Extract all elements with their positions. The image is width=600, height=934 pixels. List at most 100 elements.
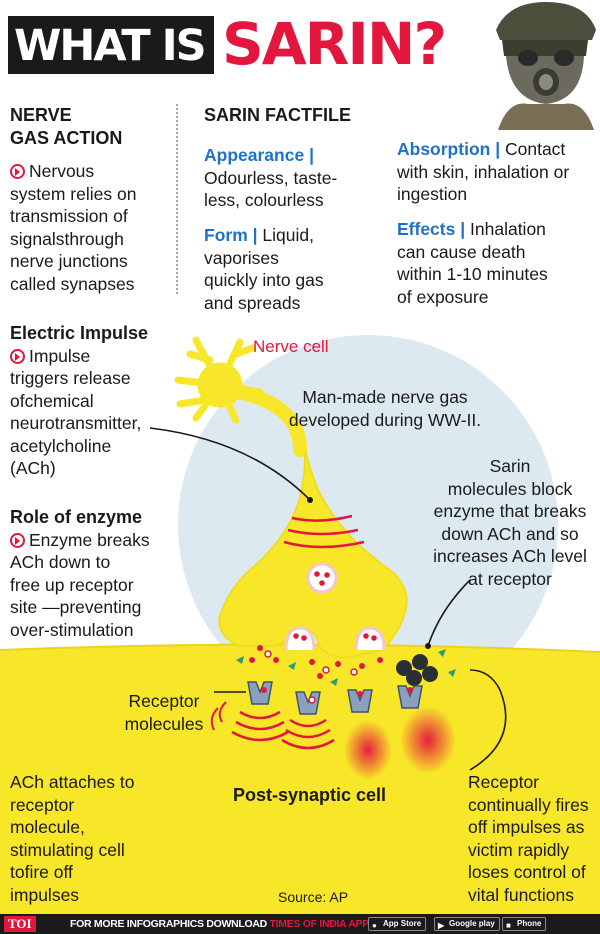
absorption-line: Absorption | Contact	[397, 138, 569, 161]
arrow-bullet-icon	[10, 164, 25, 179]
nerve-gas-text-line-0: Nervous	[29, 161, 95, 181]
footer-text: FOR MORE INFOGRAPHICS DOWNLOAD TIMES OF …	[70, 914, 369, 934]
enzyme-triangles	[236, 649, 456, 686]
synapse-diagram	[0, 335, 600, 914]
receptor-fires-line: continually fires	[468, 794, 589, 815]
role-of-enzyme-heading: Role of enzyme	[10, 507, 143, 527]
effects-line: of exposure	[397, 286, 489, 307]
play-icon: ▶	[438, 921, 445, 930]
effects-line: can cause death	[397, 241, 526, 262]
receptor-fires-text: Receptor continually fires off impulses …	[468, 771, 589, 906]
receptor-molecules-line: Receptor	[128, 691, 200, 711]
sarin-block-line: enzyme that breaks	[433, 501, 587, 521]
title-box	[8, 16, 214, 74]
manmade-gas-line: developed during WW-II.	[288, 409, 482, 430]
windows-icon: ■	[506, 921, 511, 930]
absorption-line: with skin, inhalation or	[397, 161, 570, 182]
absorption-label: Absorption	[397, 139, 491, 159]
nerve-gas-text-line: nerve junctions	[10, 251, 128, 271]
title-what: WHAT IS	[14, 21, 207, 71]
receptor-fires-line: off impulses as	[468, 817, 585, 837]
receptor-fires-line: vital functions	[468, 884, 575, 905]
ach-attaches-line: tofire off	[10, 862, 73, 882]
appearance-label: Appearance	[204, 145, 305, 165]
electric-impulse-heading: Electric Impulse	[10, 323, 149, 343]
sarin-block-line: Sarin	[489, 456, 531, 476]
absorption-line: ingestion	[397, 184, 468, 204]
electric-impulse-line: Impulse	[10, 345, 148, 368]
impulse-lines	[283, 514, 365, 549]
sarin-block-text: Sarin molecules block enzyme that breaks…	[420, 455, 600, 590]
neuron-icon	[174, 336, 307, 457]
ach-attaches-line: receptor	[10, 794, 75, 815]
appearance-line: Appearance |	[204, 144, 337, 167]
absorption-fact: Absorption | Contact with skin, inhalati…	[397, 138, 569, 206]
nerve-gas-text: Nervous system relies on transmission of…	[10, 160, 136, 295]
role-of-enzyme-line: ACh down to	[10, 552, 111, 572]
ach-attaches-text: ACh attaches to receptor molecule, stimu…	[10, 771, 135, 906]
signal-waves	[210, 701, 227, 731]
google-play-badge[interactable]: ▶ Google play	[434, 917, 500, 931]
form-fact: Form | Liquid, vaporises quickly into ga…	[204, 224, 324, 314]
separator: |	[309, 145, 314, 165]
effects-line: Effects | Inhalation	[397, 218, 548, 241]
post-synaptic-cell	[0, 644, 600, 914]
pointer-lines	[149, 427, 507, 771]
role-of-enzyme-line: site —preventing	[10, 597, 142, 617]
role-of-enzyme-line: Enzyme breaks	[10, 529, 150, 552]
app-store-badge[interactable]: ●App Store	[368, 917, 427, 931]
receptor-firing-glow	[344, 720, 392, 780]
role-of-enzyme-line: free up receptor	[10, 574, 134, 595]
nerve-gas-text-line: signalsthrough	[10, 228, 124, 249]
appearance-fact: Appearance | Odourless, taste- less, col…	[204, 144, 337, 212]
manmade-gas-line: Man-made nerve gas	[302, 387, 468, 407]
receptor-fires-line: victim rapidly	[468, 839, 570, 860]
nerve-gas-heading-line: NERVE	[10, 105, 72, 125]
effects-label: Effects	[397, 219, 456, 239]
receptor-molecules-label: Receptor molecules	[114, 690, 214, 735]
nerve-cell-label: Nerve cell	[253, 337, 329, 356]
app-store-label: App Store	[383, 919, 422, 928]
nerve-gas-text-line: system relies on	[10, 183, 137, 204]
gas-mask-soldier-illustration	[488, 0, 600, 130]
electric-impulse-line-0: Impulse	[29, 345, 91, 366]
axon-terminal	[218, 449, 408, 660]
arrow-bullet-icon	[10, 532, 25, 548]
appearance-line: Odourless, taste-	[204, 167, 338, 188]
role-of-enzyme-line-0: Enzyme breaks	[29, 529, 150, 550]
effects-line: within 1-10 minutes	[397, 264, 548, 284]
ach-attaches-line: molecule,	[10, 817, 85, 837]
post-synaptic-label: Post-synaptic cell	[233, 785, 387, 805]
electric-impulse-line: (ACh)	[10, 458, 56, 478]
vesicle	[306, 562, 338, 594]
ach-molecules	[249, 633, 383, 679]
electric-impulse-line: triggers release	[10, 368, 131, 388]
role-of-enzyme-block: Role of enzyme Enzyme breaks ACh down to…	[10, 506, 150, 641]
toi-logo: TOI	[4, 916, 36, 932]
electric-impulse-line: acetylcholine	[10, 435, 112, 456]
footer-bar: TOI FOR MORE INFOGRAPHICS DOWNLOAD TIMES…	[0, 914, 600, 934]
sarin-block-line: increases ACh level	[433, 546, 587, 566]
sarin-block-line: at receptor	[468, 568, 552, 589]
absorption-line-0: Contact	[504, 139, 566, 159]
form-label: Form	[204, 225, 248, 245]
electric-impulse-line: neurotransmitter,	[10, 413, 142, 433]
column-divider	[176, 104, 178, 294]
google-play-label: Google play	[449, 919, 495, 928]
ach-attaches-line: ACh attaches to	[10, 772, 135, 792]
nerve-gas-text-line: transmission of	[10, 206, 128, 226]
form-line: and spreads	[204, 292, 301, 313]
form-line: vaporises	[204, 247, 279, 268]
footer-brand: TIMES OF INDIA APP	[269, 918, 370, 930]
nerve-gas-text-line: Nervous	[10, 160, 136, 183]
title-sarin: SARIN?	[222, 10, 447, 78]
receptor-fires-line: loses control of	[468, 862, 586, 882]
effects-fact: Effects | Inhalation can cause death wit…	[397, 218, 548, 308]
sarin-block-line: molecules block	[447, 478, 573, 499]
receptor-firing-glow	[400, 706, 456, 774]
nerve-gas-heading-line: GAS ACTION	[10, 127, 123, 148]
sarin-molecules	[396, 654, 438, 686]
windows-phone-badge[interactable]: ■Phone	[502, 917, 547, 931]
form-line: quickly into gas	[204, 270, 324, 290]
form-line: Form | Liquid,	[204, 224, 324, 247]
